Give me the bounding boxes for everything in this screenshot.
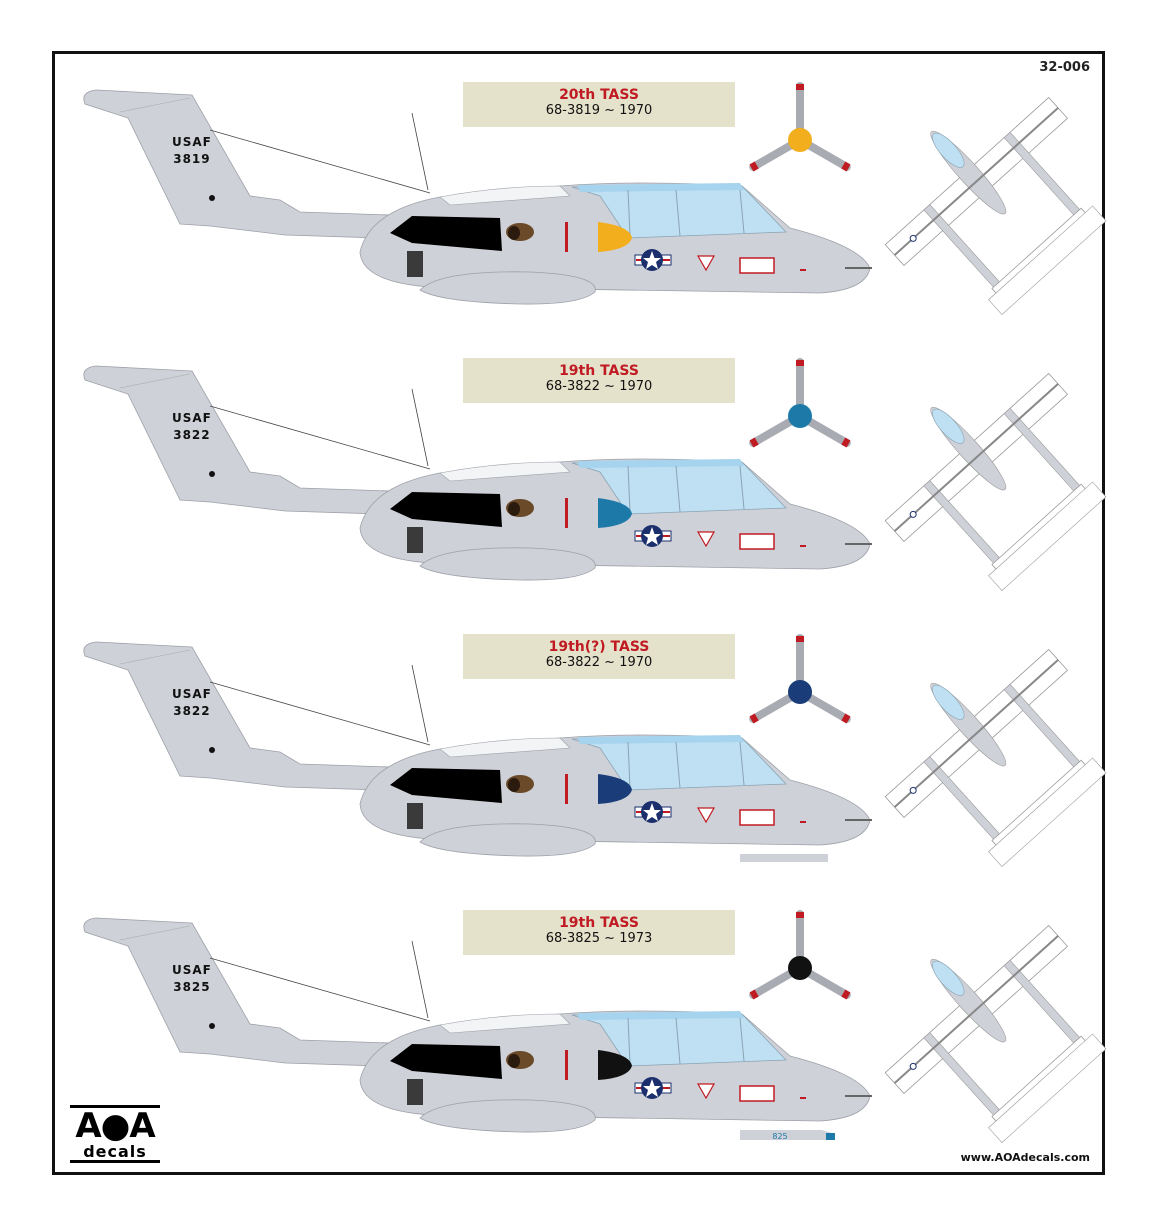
spinner-nose [598,222,632,252]
top-view [848,609,1137,895]
top-view [848,333,1137,619]
tail-serial: 3822 [173,704,211,718]
serial-year: 68-3825 ~ 1973 [545,931,653,946]
squadron-title: 20th TASS [559,87,639,103]
spinner-nose [598,1050,632,1080]
tail-marking: USAF 3822 [172,686,212,720]
tail-line-1: USAF [172,411,212,425]
logo-mark: A●A [75,1106,155,1146]
propeller-icon [749,634,851,724]
top-view [848,57,1137,343]
aircraft-profile [82,57,1137,343]
spinner-nose [598,774,632,804]
squadron-title: 19th(?) TASS [548,639,650,655]
aircraft-profile [82,885,1137,1171]
aircraft-profile [82,609,1137,895]
tail-line-1: USAF [172,135,212,149]
logo-subtext: decals [83,1142,147,1161]
propeller-icon [749,358,851,448]
tail-serial: 3822 [173,428,211,442]
tail-marking: USAF 3822 [172,410,212,444]
tail-line-1: USAF [172,963,212,977]
tail-line-1: USAF [172,687,212,701]
propeller-icon [749,910,851,1000]
tail-marking: USAF 3825 [172,962,212,996]
serial-year: 68-3822 ~ 1970 [545,379,653,394]
aoa-logo: A●A decals [70,1105,160,1163]
squadron-title: 19th TASS [559,915,639,931]
stencil-strip [740,854,828,862]
aircraft-profile [82,333,1137,619]
propeller-icon [749,82,851,172]
tail-marking: USAF 3819 [172,134,212,168]
strip-label: 825 [772,1132,787,1141]
tail-serial: 3825 [173,980,211,994]
spinner-nose [598,498,632,528]
squadron-title: 19th TASS [559,363,639,379]
serial-year: 68-3822 ~ 1970 [545,655,653,670]
top-view [848,885,1137,1171]
tail-serial: 3819 [173,152,211,166]
serial-strip [740,1130,835,1140]
product-code: 32-006 [1039,60,1090,75]
serial-year: 68-3819 ~ 1970 [545,103,653,118]
website-link: www.AOAdecals.com [960,1151,1090,1164]
